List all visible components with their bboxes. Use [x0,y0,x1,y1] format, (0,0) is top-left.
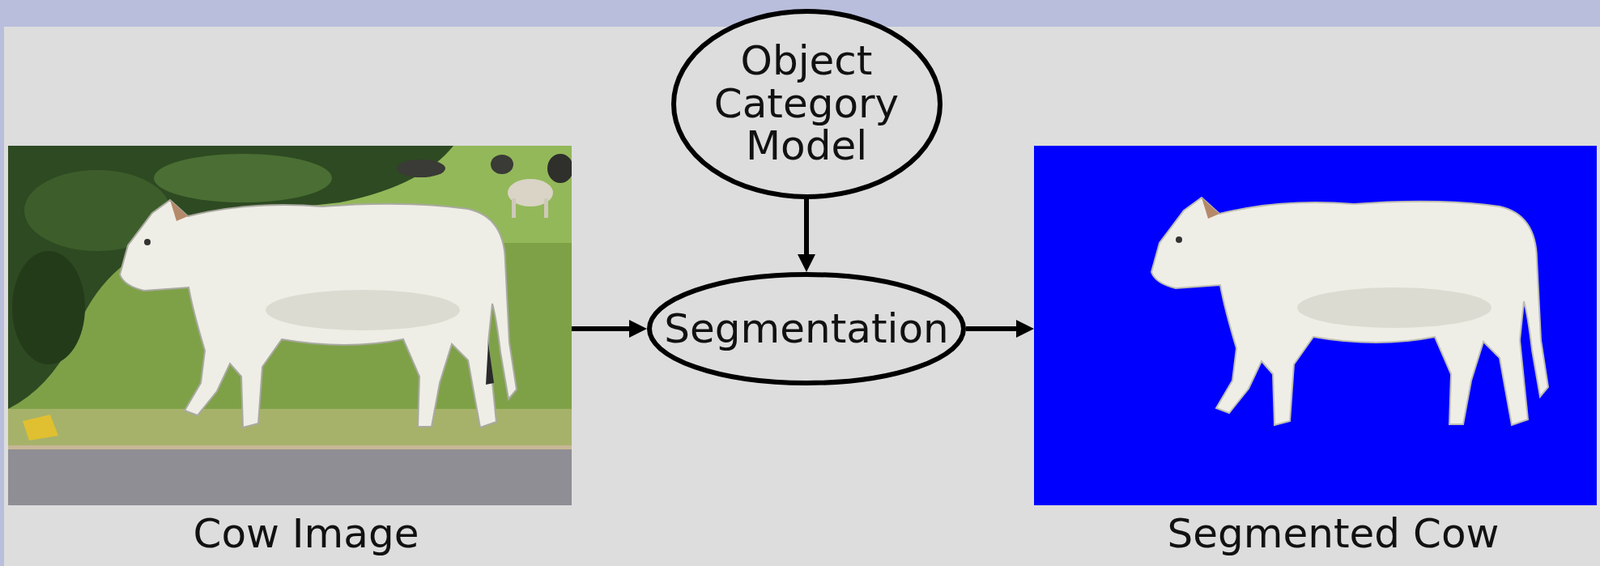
cow-ear [1201,197,1220,219]
grass [8,145,572,506]
process-ellipse: Segmentation [646,272,966,386]
cow-eye [1175,236,1183,243]
road [8,449,572,506]
caption-holder: Segmented Cow [1051,511,1600,557]
cow-image: Cow Image [8,145,572,506]
cow-eye [144,238,151,246]
text-holder: Object Category Model [714,39,899,168]
segmentation-mask [1034,145,1597,506]
distant-cow [544,198,549,218]
cow-shading [265,289,460,331]
node-label: Segmentation [663,308,949,349]
left-band [0,0,5,566]
litter [22,414,59,441]
caption-holder: Cow Image [24,511,588,557]
cow-hock [485,342,494,385]
segmented-image: Segmented Cow [1034,145,1597,506]
cow-photo [8,145,572,506]
foliage [12,251,86,365]
distant-animal [490,154,514,175]
image-caption: Cow Image [24,511,588,557]
distant-animal [396,159,446,178]
image-caption: Segmented Cow [1051,511,1600,557]
flow-arrow [571,326,639,332]
ellipse-border [673,11,941,197]
flow-arrow [965,326,1026,332]
distant-cow [511,198,516,218]
segmented-cow [1151,197,1549,426]
cow-ear [170,200,188,222]
cow [119,200,517,428]
cow-body [1151,197,1549,426]
text-holder: Segmentation [663,308,949,349]
model-ellipse: Object Category Model [671,8,943,200]
node-label: Object Category Model [714,39,899,168]
foliage [153,153,332,203]
flow-arrow [804,199,809,265]
road-edge [8,445,572,450]
cow-body [119,200,517,428]
distant-animal [547,153,572,183]
cow-shading [1297,287,1492,328]
ellipse-border [649,274,964,383]
